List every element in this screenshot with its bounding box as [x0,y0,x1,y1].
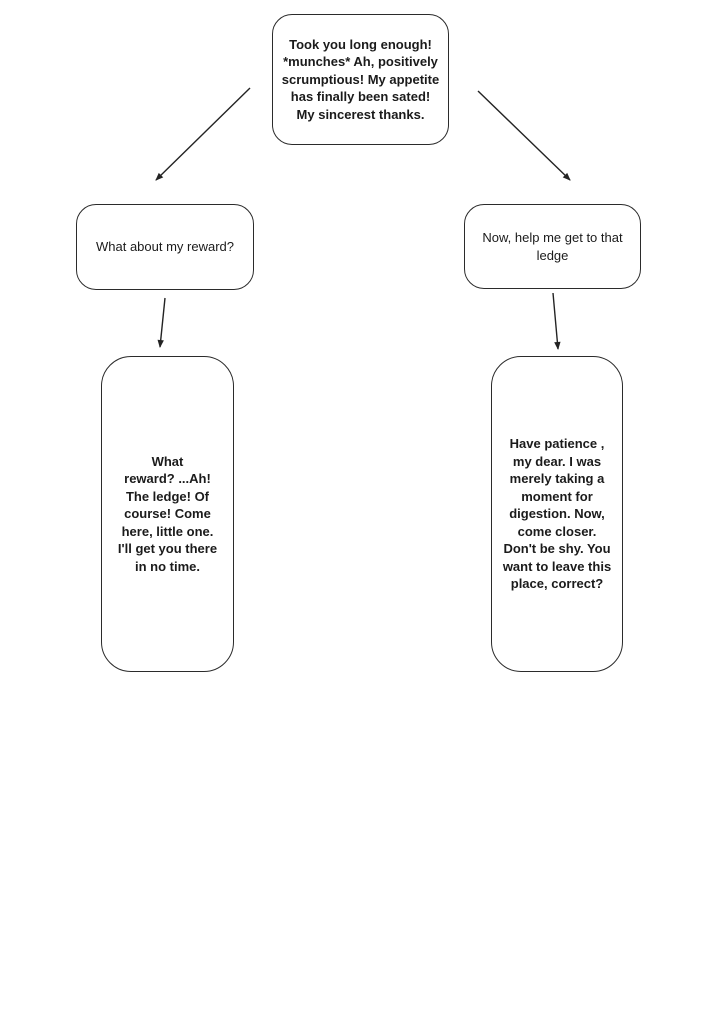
dialog-node-root: Took you long enough! *munches* Ah, posi… [272,14,449,145]
dialog-node-right-response-text: Have patience , my dear. I was merely ta… [502,436,612,592]
dialog-node-left-question-text: What about my reward? [95,239,234,255]
dialog-node-left-response-text: What reward? ...Ah! The ledge! Of course… [117,453,218,574]
dialog-node-right-question: Now, help me get to that ledge [464,204,641,289]
edge-root-to-right-question [477,90,571,181]
dialog-node-left-response: What reward? ...Ah! The ledge! Of course… [101,356,234,672]
edge-left-question-to-left-response [157,297,166,348]
edge-right-question-to-right-response [552,292,561,350]
dialog-node-right-response: Have patience , my dear. I was merely ta… [491,356,623,672]
dialog-node-right-question-text: Now, help me get to that ledge [482,230,623,263]
edge-root-to-left-question [155,87,251,181]
dialog-node-left-question: What about my reward? [76,204,254,290]
dialog-node-root-text: Took you long enough! *munches* Ah, posi… [281,36,440,122]
